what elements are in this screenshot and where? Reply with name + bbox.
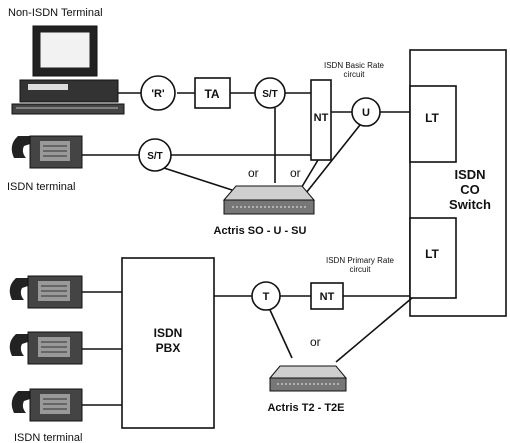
or-label-3: or	[310, 335, 321, 349]
lt-box-top	[409, 85, 457, 163]
nt-box-top	[310, 79, 332, 161]
computer-icon	[11, 25, 125, 115]
u-reference-point	[351, 97, 381, 127]
link-t-actris	[269, 309, 293, 359]
isdn-terminal-label-bottom: ISDN terminal	[14, 432, 82, 443]
primary-rate-label-2: circuit	[350, 265, 372, 274]
link-lt-actris	[335, 297, 413, 363]
isdn-phone-icon-2	[9, 331, 83, 365]
actris-so-u-su-device-icon	[222, 185, 316, 215]
ta-label: TA	[204, 87, 219, 101]
or-label-2: or	[290, 166, 301, 180]
st-top-label: S/T	[262, 89, 278, 100]
switch-label-1: ISDN	[454, 167, 485, 182]
link-u-actris	[305, 124, 361, 194]
pbx-label-2: PBX	[156, 341, 181, 355]
t-point-label: T	[263, 291, 270, 303]
isdn-phone-icon-3	[11, 388, 83, 422]
or-label-1: or	[248, 166, 259, 180]
non-isdn-terminal-label: Non-ISDN Terminal	[8, 7, 103, 19]
pbx-label-1: ISDN	[154, 326, 183, 340]
actris-top-label: Actris SO - U - SU	[214, 225, 307, 237]
actris-bottom-label: Actris T2 - T2E	[267, 402, 344, 414]
primary-rate-label-1: ISDN Primary Rate	[326, 256, 395, 265]
switch-label-2: CO	[460, 182, 480, 197]
basic-rate-label-1: ISDN Basic Rate	[324, 61, 385, 70]
isdn-phone-icon-top	[11, 135, 83, 169]
lt-box-bottom	[409, 217, 457, 299]
st-reference-point-top	[254, 77, 286, 109]
actris-t2-t2e-device-icon	[268, 365, 348, 392]
nt-bottom-label: NT	[320, 291, 335, 303]
nt-box-bottom	[310, 282, 344, 310]
lt-label-bottom: LT	[425, 247, 439, 261]
link-st-actris	[163, 167, 233, 191]
ta-box	[194, 77, 231, 109]
nt-top-label: NT	[314, 112, 329, 124]
basic-rate-label-2: circuit	[344, 70, 366, 79]
isdn-terminal-label-top: ISDN terminal	[7, 181, 75, 193]
r-point-label: 'R'	[151, 88, 165, 100]
isdn-pbx-box	[121, 257, 215, 429]
r-reference-point	[140, 75, 176, 111]
switch-label-3: Switch	[449, 197, 491, 212]
u-point-label: U	[362, 107, 370, 119]
lt-label-top: LT	[425, 111, 439, 125]
st-mid-label: S/T	[147, 151, 163, 162]
link-nt-actris	[299, 159, 319, 191]
isdn-phone-icon-1	[9, 275, 83, 309]
